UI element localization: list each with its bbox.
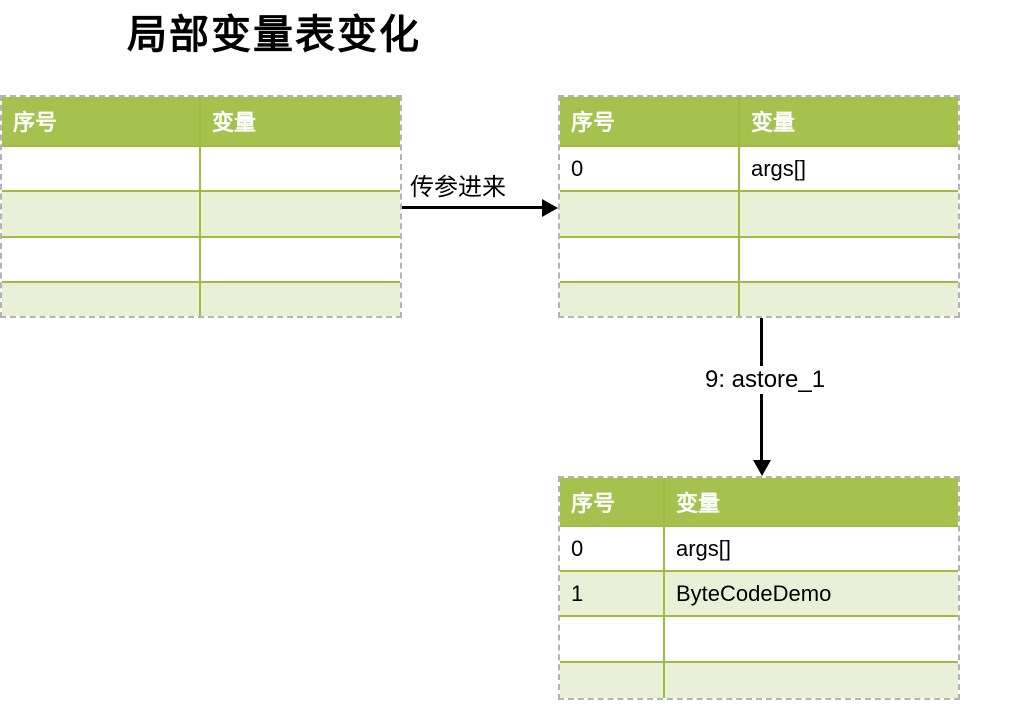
cell-variable [740, 192, 958, 236]
col-header-index: 序号 [2, 97, 201, 145]
arrow-right-head-icon [542, 199, 558, 217]
cell-variable: ByteCodeDemo [676, 580, 832, 606]
cell-variable [201, 192, 400, 236]
cell-variable [201, 147, 400, 190]
arrow-right-line [402, 206, 544, 209]
table-row [560, 615, 958, 661]
cell-variable [201, 283, 400, 316]
cell-index [2, 283, 201, 316]
cell-variable [201, 238, 400, 281]
table-row: 0 args[] [560, 525, 958, 570]
table-row [560, 661, 958, 698]
table-header-row: 序号 变量 [560, 478, 958, 525]
cell-index: 0 [560, 147, 740, 190]
arrow-label-pass-args: 传参进来 [410, 174, 506, 201]
cell-variable [740, 238, 958, 281]
table-row [560, 236, 958, 281]
table-header-row: 序号 变量 [560, 97, 958, 145]
table-local-vars-after-args: 序号 变量 0 args[] [558, 95, 960, 318]
col-header-index: 序号 [560, 97, 740, 145]
table-row: 1 ByteCodeDemo [560, 570, 958, 615]
cell-index [2, 147, 201, 190]
cell-index [2, 238, 201, 281]
table-row [2, 281, 400, 316]
table-local-vars-after-astore: 序号 变量 0 args[] 1 ByteCodeDemo [558, 476, 960, 700]
arrow-down-head-icon [753, 460, 771, 476]
cell-index [560, 617, 665, 661]
table-header-row: 序号 变量 [2, 97, 400, 145]
col-header-variable: 变量 [676, 490, 721, 516]
page-title: 局部变量表变化 [127, 13, 421, 57]
arrow-label-astore-1: 9: astore_1 [700, 366, 831, 394]
cell-index [560, 283, 740, 316]
cell-index: 0 [560, 527, 665, 570]
table-row [560, 281, 958, 316]
cell-variable: args[] [676, 535, 732, 561]
cell-index [560, 663, 665, 698]
cell-index: 1 [560, 572, 665, 615]
cell-index [560, 238, 740, 281]
table-local-vars-before: 序号 变量 [0, 95, 402, 318]
cell-variable [665, 617, 958, 661]
cell-variable: args[] [751, 155, 807, 181]
table-row [560, 190, 958, 236]
col-header-index: 序号 [560, 478, 665, 525]
cell-index [560, 192, 740, 236]
cell-variable [665, 663, 958, 698]
col-header-variable: 变量 [751, 110, 796, 135]
table-row [2, 236, 400, 281]
table-row [2, 145, 400, 190]
table-row: 0 args[] [560, 145, 958, 190]
cell-variable [740, 283, 958, 316]
col-header-variable: 变量 [212, 110, 257, 135]
table-row [2, 190, 400, 236]
cell-index [2, 192, 201, 236]
